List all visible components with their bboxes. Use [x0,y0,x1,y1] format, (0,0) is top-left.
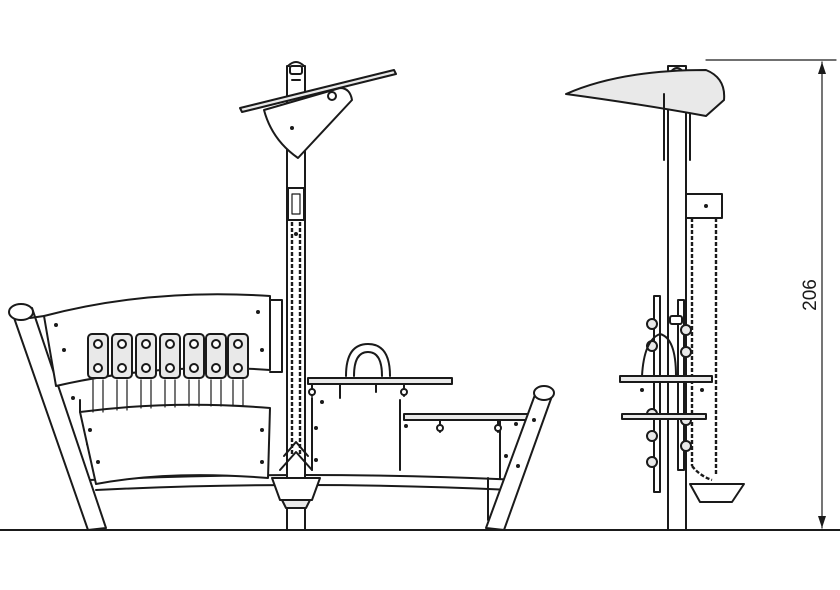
bucket [271,477,321,509]
right-stern-post [485,385,555,531]
xylophone-key [227,333,249,407]
side-decks [619,375,713,420]
xylophone-key [111,333,133,411]
xylophone-key [205,333,227,407]
side-xylophone [646,295,692,493]
xylophone-keys [87,333,249,413]
sail [239,69,397,159]
side-bucket [689,483,745,503]
xylophone-key [87,333,109,413]
xylophone-key [183,333,205,407]
left-bow-post [8,303,107,531]
xylophone-key [159,333,181,408]
side-pulley-box [685,193,723,219]
side-view [565,65,745,531]
height-dimension: 206 [705,59,837,529]
bucket-chain [279,222,313,471]
front-view [8,61,555,531]
steering-handle [345,343,391,377]
height-dimension-label: 206 [800,279,821,311]
xylophone-key [135,333,157,409]
side-handle [641,315,683,377]
lower-deck [314,413,529,462]
upper-deck [307,377,453,404]
side-sail [565,69,726,117]
side-chain [690,218,718,482]
